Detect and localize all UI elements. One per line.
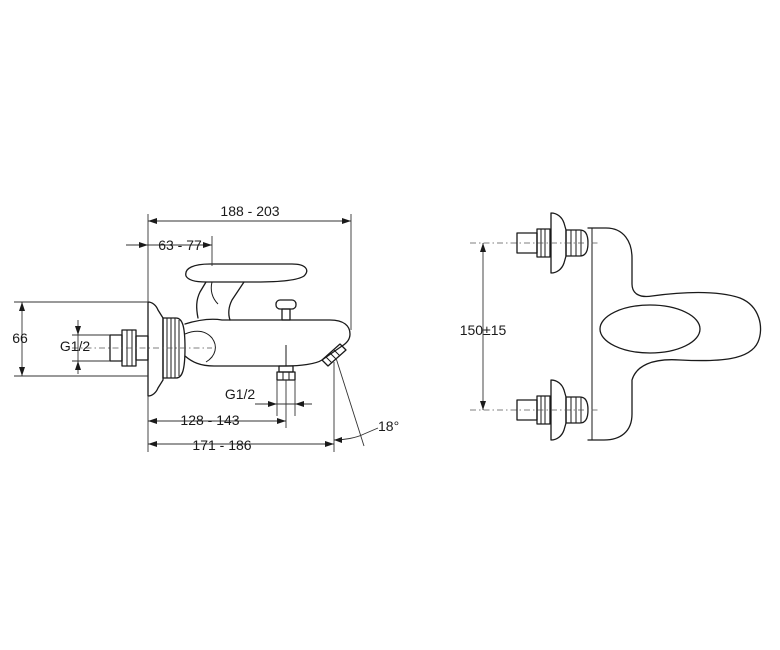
dim-outlet-distance: 128 - 143 [180, 412, 239, 428]
bottom-outlet [276, 345, 296, 381]
lever-handle [185, 263, 308, 321]
lever-handle-front [599, 304, 701, 354]
diverter-knob [275, 299, 297, 321]
dim-spout-reach: 171 - 186 [192, 437, 251, 453]
spout-aerator [321, 343, 347, 367]
front-view: 150±15 [460, 212, 762, 441]
dim-centers: 150±15 [460, 322, 507, 338]
dim-inlet-thread: G1/2 [60, 338, 91, 354]
side-view: 188 - 203 63 - 77 66 G1/2 G1/2 [12, 203, 399, 453]
dim-handle-offset: 63 - 77 [158, 237, 202, 253]
mixer-body-front [587, 227, 762, 441]
dim-overall-width: 188 - 203 [220, 203, 279, 219]
wall-flange [147, 301, 164, 397]
dim-spout-angle: 18° [378, 418, 399, 434]
mixer-body [184, 318, 351, 367]
dim-outlet-thread: G1/2 [225, 386, 256, 402]
dim-height: 66 [12, 330, 28, 346]
